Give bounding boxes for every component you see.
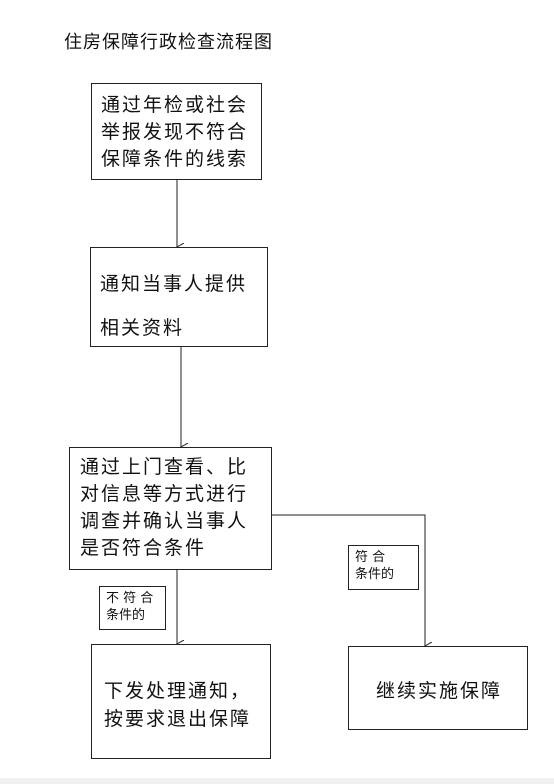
investigate-line-1: 通过上门查看、比 <box>80 456 249 478</box>
eligible-line-1: 符 合 <box>355 550 386 565</box>
investigate-step-box: 通过上门查看、比 对信息等方式进行 调查并确认当事人 是否符合条件 <box>69 447 272 570</box>
continue-step-box: 继续实施保障 <box>348 646 528 730</box>
exit-line-2: 按要求退出保障 <box>104 708 252 730</box>
notify-line-2: 相关资料 <box>100 317 185 339</box>
eligible-line-2: 条件的 <box>355 567 395 582</box>
investigate-line-3: 调查并确认当事人 <box>80 510 249 532</box>
bottom-strip <box>0 778 554 784</box>
continue-line-1: 继续实施保障 <box>376 680 503 702</box>
exit-step-box: 下发处理通知， 按要求退出保障 <box>91 644 271 759</box>
discover-line-3: 保障条件的线索 <box>101 148 249 170</box>
page-title: 住房保障行政检查流程图 <box>64 32 273 53</box>
arrow-investigate-to-continue <box>272 514 425 646</box>
not-eligible-line-2: 条件的 <box>106 608 146 623</box>
discover-line-2: 举报发现不符合 <box>101 121 249 143</box>
investigate-line-2: 对信息等方式进行 <box>80 483 249 505</box>
not-eligible-label: 不 符 合 条件的 <box>99 586 166 630</box>
not-eligible-line-1: 不 符 合 <box>106 591 154 606</box>
exit-line-1: 下发处理通知， <box>104 680 252 702</box>
discover-step-box: 通过年检或社会 举报发现不符合 保障条件的线索 <box>91 83 262 180</box>
discover-line-1: 通过年检或社会 <box>101 94 249 116</box>
investigate-line-4: 是否符合条件 <box>80 537 207 559</box>
eligible-label: 符 合 条件的 <box>348 545 419 590</box>
notify-step-box: 通知当事人提供 相关资料 <box>90 247 268 347</box>
notify-line-1: 通知当事人提供 <box>100 273 248 295</box>
